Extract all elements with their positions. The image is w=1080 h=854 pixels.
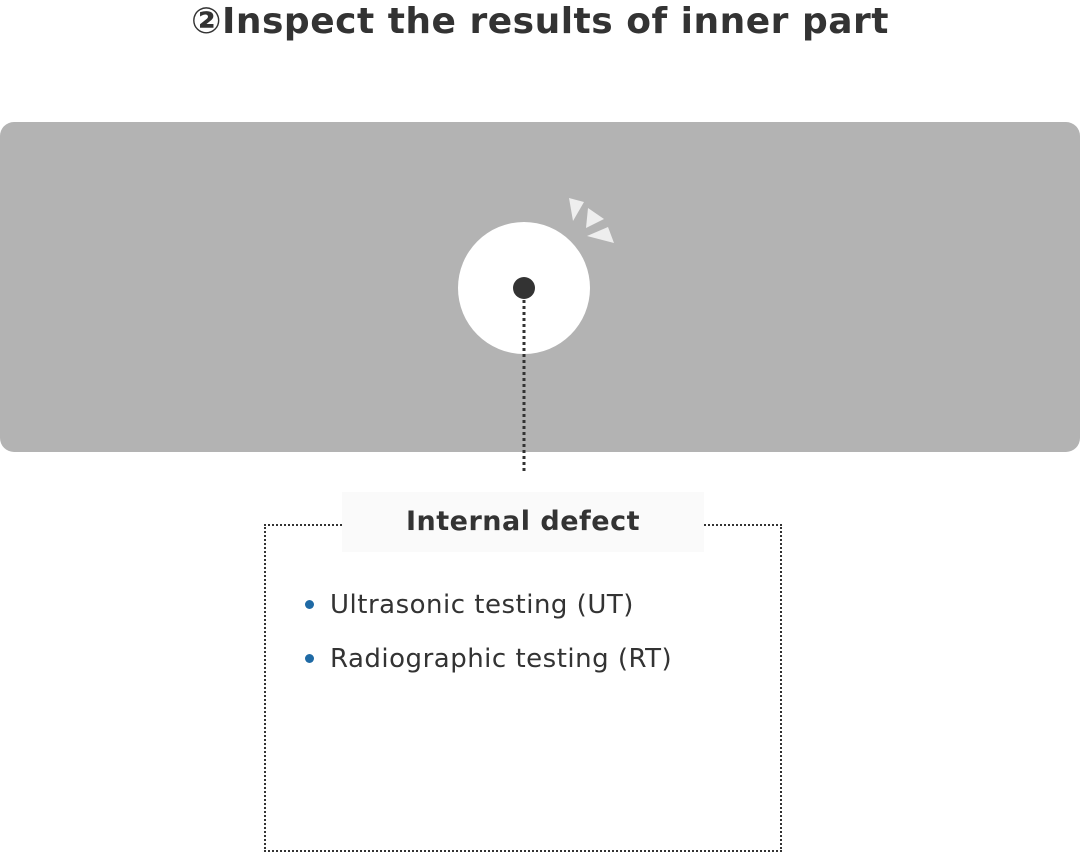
bullet-icon (305, 654, 314, 663)
sparkle-ray-top (569, 198, 584, 221)
list-item-ultrasonic-testing: Ultrasonic testing (UT) (300, 578, 672, 632)
sparkle-ray-middle (586, 208, 604, 228)
callout-title: Internal defect (342, 492, 704, 552)
list-item-radiographic-testing: Radiographic testing (RT) (300, 632, 672, 686)
method-label: Radiographic testing (RT) (330, 644, 673, 674)
method-label: Ultrasonic testing (UT) (330, 590, 634, 620)
inspection-method-list: Ultrasonic testing (UT) Radiographic tes… (300, 578, 672, 686)
bullet-icon (305, 600, 314, 609)
defect-dot-icon (513, 277, 535, 299)
sparkle-icon (569, 198, 614, 243)
page-title: ②Inspect the results of inner part (191, 1, 889, 42)
sparkle-ray-bottom (587, 227, 614, 243)
cross-section-illustration (0, 122, 1080, 452)
callout-box (264, 524, 782, 852)
cross-section-panel (0, 122, 1080, 452)
